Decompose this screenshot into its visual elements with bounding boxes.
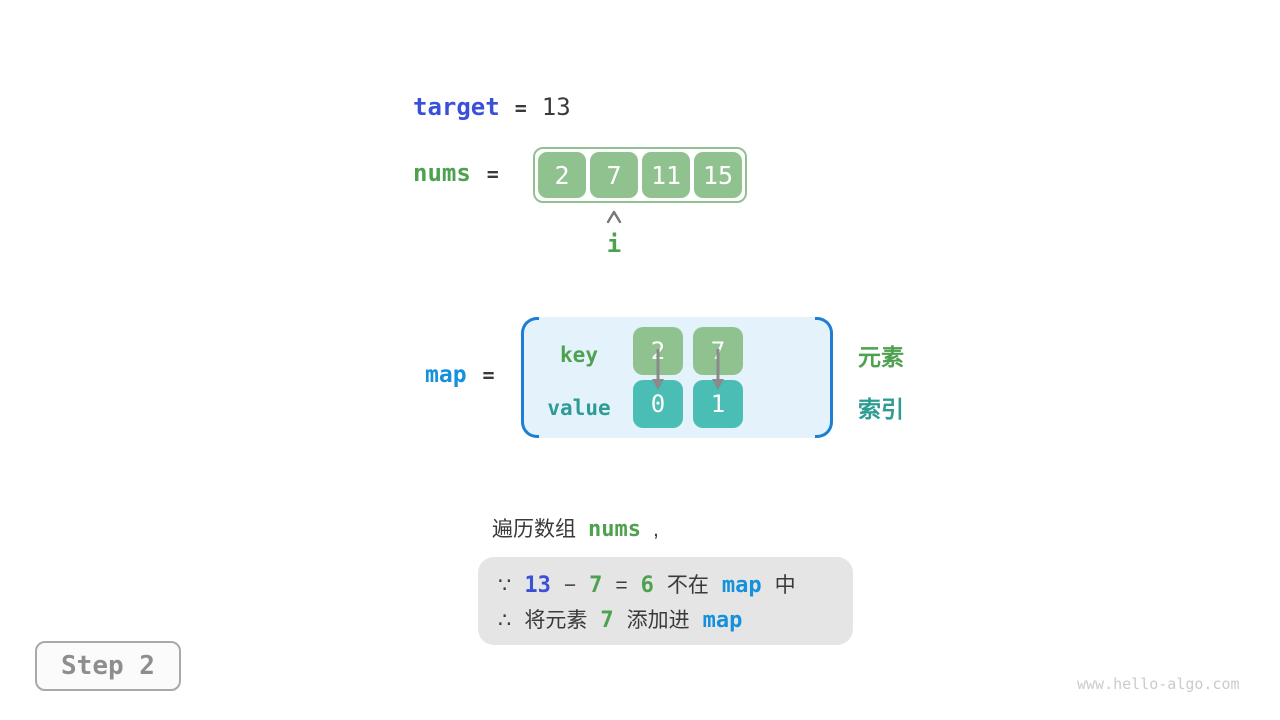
nums-array: 2 7 11 15 (533, 147, 747, 203)
map-token: map (702, 607, 743, 633)
not-in-text: 不在 (666, 573, 709, 597)
minus-sign: − (563, 573, 577, 597)
equals-sign: = (615, 573, 628, 597)
array-cell: 2 (538, 152, 586, 198)
therefore-symbol: ∴ (498, 608, 512, 632)
array-cell: 11 (642, 152, 690, 198)
array-cell: 15 (694, 152, 742, 198)
added-number-token: 7 (600, 607, 614, 633)
map-token: map (721, 572, 762, 598)
map-value-cell: 0 (633, 380, 683, 428)
nums-assignment: nums = (413, 159, 499, 187)
map-variable-label: map (425, 362, 467, 388)
reason-line-2: ∴ 将元素 7 添加进 map (498, 604, 833, 634)
because-symbol: ∵ (498, 573, 512, 597)
add-into-text: 添加进 (626, 608, 690, 632)
caption-comma: , (652, 518, 659, 541)
array-cell: 7 (590, 152, 638, 198)
map-key-label: key (560, 343, 598, 367)
caption-text: 遍历数组 (492, 518, 576, 541)
index-pointer-label: i (606, 230, 622, 258)
target-variable-label: target (413, 93, 500, 121)
map-left-bracket (521, 317, 539, 438)
equals-sign: = (486, 162, 499, 186)
element-side-label: 元素 (858, 344, 904, 370)
caption-nums-token: nums (588, 517, 641, 542)
equals-sign: = (482, 363, 495, 387)
in-suffix-text: 中 (774, 573, 796, 597)
equals-sign: = (514, 96, 527, 120)
watermark-text: www.hello-algo.com (1077, 675, 1240, 693)
key-to-value-arrows (652, 349, 724, 390)
add-element-text: 将元素 (524, 608, 588, 632)
reason-box: ∵ 13 − 7 = 6 不在 map 中 ∴ 将元素 7 添加进 map (478, 557, 853, 645)
reason-line-1: ∵ 13 − 7 = 6 不在 map 中 (498, 569, 833, 599)
map-container: key value 2 7 0 1 (521, 317, 833, 438)
difference-token: 6 (640, 572, 654, 598)
caption-line: 遍历数组 nums , (492, 513, 659, 543)
map-assignment: map = (425, 362, 495, 388)
target-assignment: target = 13 (413, 93, 571, 121)
minuend-token: 13 (524, 572, 551, 598)
subtrahend-token: 7 (589, 572, 603, 598)
index-pointer-arrow-icon (606, 210, 622, 224)
index-side-label: 索引 (858, 396, 904, 422)
map-value-label: value (547, 396, 611, 420)
step-badge: Step 2 (35, 641, 181, 691)
nums-variable-label: nums (413, 159, 471, 187)
target-value: 13 (541, 93, 571, 121)
